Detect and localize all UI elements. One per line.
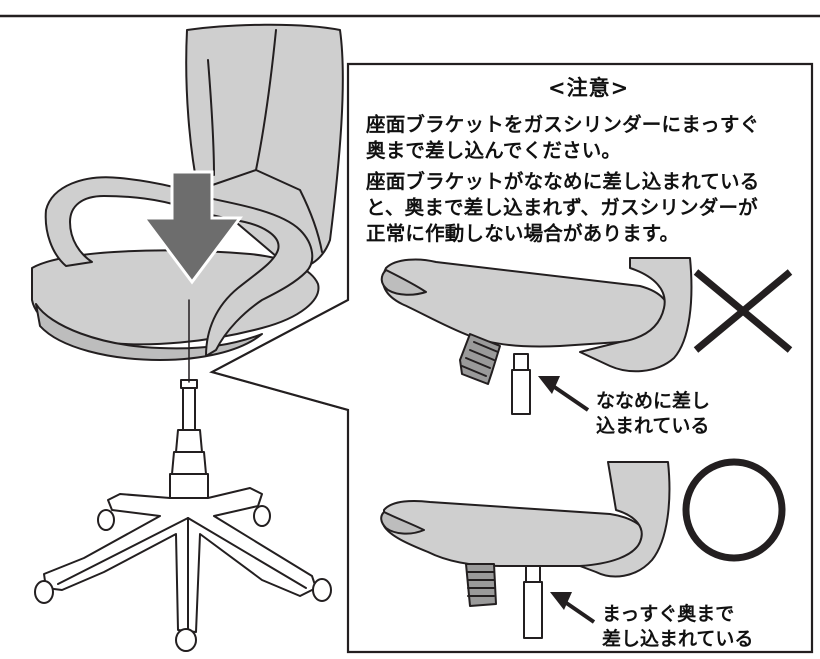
caution-text-line: 正常に作動しない場合があります。 [366,222,680,245]
correct-example-label: まっすぐ奥まで [602,603,735,625]
caster-wheel [253,505,271,527]
correct-gas-fitting [465,563,497,607]
correct-cylinder [523,581,543,639]
correct-thread-lines [467,571,495,597]
caster-wheels [34,505,332,652]
wrong-thread-lines [461,341,499,377]
correct-example-label: 差し込まれている [602,628,754,650]
correct-circle-mark [682,458,786,562]
office-chair [31,23,344,652]
wrong-cross-mark [693,269,793,353]
base-ridge-3 [187,517,307,589]
caster-wheel [312,578,332,602]
wrong-seat-bracket [381,258,670,348]
wrong-example-illustration [380,257,693,415]
wrong-cylinder-tip [513,353,529,371]
correct-cylinder-tip [525,565,541,583]
pointer-head [538,376,560,394]
correct-pointer-arrow [550,592,596,624]
caster-wheel [97,509,115,531]
cross-stroke-2 [693,269,793,353]
insert-down-arrow [141,170,243,285]
seat-underside [35,303,263,361]
wrong-example-label: 込まれている [596,415,710,437]
pointer-head [550,592,572,610]
base-ridge-2 [57,517,189,585]
chair-armrest-right [197,195,314,357]
correct-example-illustration [380,461,671,639]
caution-title: <注意> [548,76,630,100]
wrong-example-label: ななめに差し [596,390,711,412]
wrong-pointer-arrow [538,376,590,412]
correct-seat-fold [380,511,425,535]
correct-backrest [579,461,671,578]
wrong-backrest [579,257,693,373]
gas-cylinder-piston [182,385,196,431]
caution-text-line: と、奥まで差し込まれず、ガスシリンダーが [366,196,758,219]
wrong-cylinder [511,369,531,415]
wrong-gas-fitting [459,333,501,385]
pointer-shaft [548,382,590,412]
caster-wheel [34,580,54,604]
pointer-shaft [560,598,596,624]
chair-armrest-left [44,176,201,267]
chair-base [43,487,317,633]
caution-text-line: 座面ブラケットがななめに差し込まれている [366,170,760,193]
wrong-seat-fold [380,269,427,296]
caution-text-line: 座面ブラケットをガスシリンダーにまっすぐ [366,113,760,136]
backrest-seam-3 [207,59,215,176]
caution-text-line: 奥まで差し込んでください。 [366,139,622,162]
caster-wheel [175,628,197,652]
